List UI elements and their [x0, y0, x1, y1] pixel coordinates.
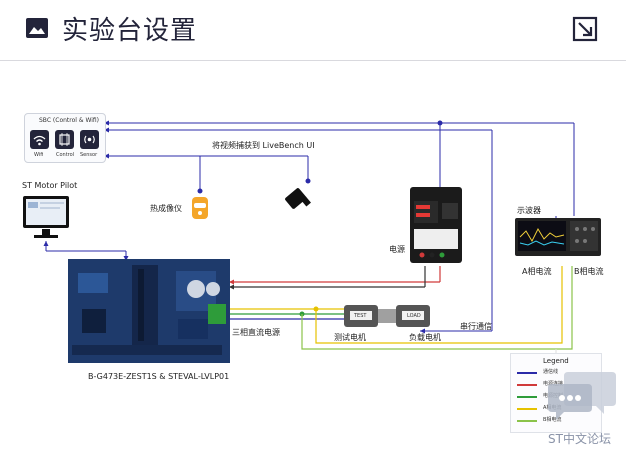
image-icon	[26, 18, 48, 38]
board-icon	[68, 259, 230, 363]
wiring-lines	[43, 120, 575, 359]
load-tag: LOAD	[407, 313, 421, 319]
sbc-item-wifi: Wifi	[34, 152, 44, 158]
test-motor-label: 测试电机	[334, 333, 366, 342]
monitor-icon	[23, 196, 69, 238]
forum-chat-icon	[548, 372, 616, 420]
oscilloscope-label: 示波器	[517, 206, 541, 215]
sensor-icon	[84, 135, 95, 144]
sbc-item-sensor: Sensor	[80, 152, 98, 158]
three-phase-label: 三相直流电源	[232, 328, 280, 337]
power-supply-icon	[410, 187, 462, 263]
legend-swatch-control	[517, 396, 537, 398]
legend-swatch-phase-b	[517, 420, 537, 422]
thermal-camera-label: 热成像仪	[150, 204, 182, 213]
expand-icon[interactable]	[572, 16, 598, 42]
camera-icon	[285, 188, 311, 209]
sbc-title: SBC (Control & Wifi)	[39, 117, 100, 124]
legend-swatch-power	[517, 384, 537, 386]
forum-watermark: ST中文论坛	[548, 432, 611, 446]
load-motor-label: 负载电机	[409, 333, 441, 342]
motor-pilot-label: ST Motor Pilot	[22, 181, 78, 190]
chip-icon	[59, 133, 70, 146]
test-tag: TEST	[354, 313, 367, 319]
sbc-box: SBC (Control & Wifi) Wifi Control Sensor	[24, 113, 106, 163]
legend-swatch-comm	[517, 372, 537, 374]
bench-diagram: SBC (Control & Wifi) Wifi Control Sensor…	[0, 61, 626, 454]
sbc-control	[55, 130, 74, 149]
sbc-sensor	[80, 130, 99, 149]
oscilloscope-icon	[515, 218, 601, 256]
legend-item: B相电流	[543, 417, 562, 423]
power-supply-label: 电源	[389, 245, 405, 254]
sbc-item-control: Control	[56, 152, 75, 158]
thermal-camera-icon	[192, 197, 208, 219]
sbc-wifi	[30, 130, 49, 149]
motor-assembly-icon	[344, 305, 430, 327]
panel-header: 实验台设置	[0, 0, 626, 61]
legend-title: Legend	[543, 357, 569, 365]
wifi-icon	[33, 135, 46, 146]
phase-b-label: B相电流	[574, 267, 604, 276]
serial-comm-label: 串行通信	[460, 322, 492, 331]
phase-a-label: A相电流	[522, 267, 552, 276]
video-capture-label: 将视频捕获到 LiveBench UI	[212, 141, 315, 150]
page-title: 实验台设置	[62, 16, 198, 46]
legend-swatch-phase-a	[517, 408, 537, 410]
legend-item: 通信线	[543, 369, 559, 375]
board-label: B-G473E-ZEST1S & STEVAL-LVLP01	[88, 372, 230, 381]
